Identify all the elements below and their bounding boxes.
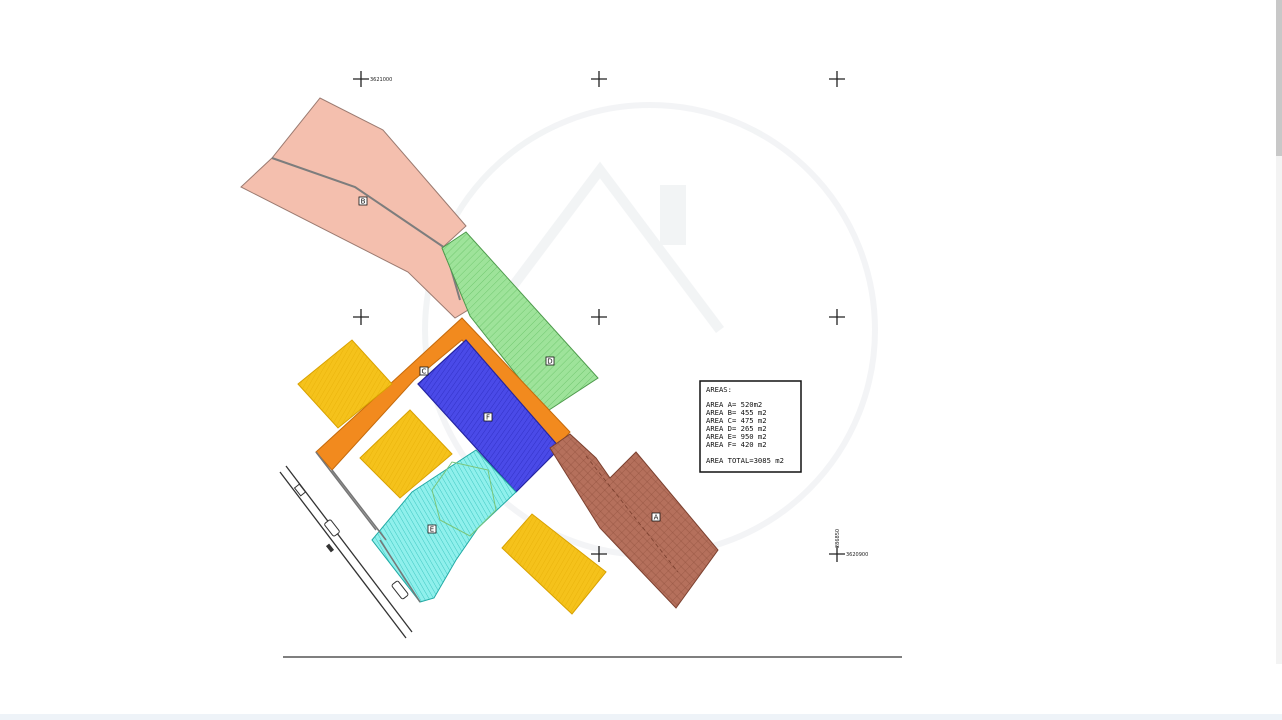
legend-row: AREA E= 950 m2 <box>706 432 767 441</box>
grid-cross <box>591 309 607 325</box>
vertical-scrollbar[interactable] <box>1276 0 1282 664</box>
svg-text:F: F <box>486 414 490 422</box>
parcel-a-divider <box>585 455 679 573</box>
label-c: C <box>419 366 429 376</box>
buildings <box>297 339 607 615</box>
svg-text:C: C <box>422 368 427 376</box>
car-icon <box>293 483 307 497</box>
svg-text:D: D <box>547 358 552 366</box>
parcel-labels: B D C F E A <box>358 196 661 534</box>
grid-markers <box>353 71 845 562</box>
coord-label-east: 3620900 <box>846 552 868 558</box>
road <box>279 465 413 639</box>
grid-cross <box>353 309 369 325</box>
parcel-e-inner-contour <box>431 461 497 537</box>
legend-row: AREA C= 475 m2 <box>706 416 767 425</box>
grid-cross <box>353 71 369 87</box>
label-b: B <box>358 196 368 206</box>
svg-text:B: B <box>361 198 366 206</box>
svg-text:A: A <box>654 514 659 522</box>
legend-row: AREA B= 455 m2 <box>706 408 767 417</box>
legend-row: AREA F= 420 m2 <box>706 440 767 449</box>
areas-legend: AREAS: AREA A= 520m2 AREA B= 455 m2 AREA… <box>699 380 802 473</box>
bottom-edge <box>0 714 1282 720</box>
label-e: E <box>427 524 437 534</box>
grid-cross <box>591 71 607 87</box>
car-icon <box>324 519 340 537</box>
car-icon <box>325 543 335 553</box>
site-outline <box>315 451 421 603</box>
grid-cross <box>829 309 845 325</box>
parcel-b <box>240 97 469 319</box>
legend-title: AREAS: <box>706 385 732 394</box>
label-f: F <box>483 412 493 422</box>
coord-label-vertical: 286850 <box>835 529 841 548</box>
label-d: D <box>545 356 555 366</box>
label-a: A <box>651 512 661 522</box>
grid-cross <box>591 546 607 562</box>
scrollbar-thumb[interactable] <box>1276 0 1282 156</box>
legend-row: AREA A= 520m2 <box>706 400 762 409</box>
car-icon <box>391 580 409 600</box>
grid-cross <box>829 546 845 562</box>
svg-text:E: E <box>430 526 434 534</box>
grid-cross <box>829 71 845 87</box>
legend-total: AREA TOTAL=3085 m2 <box>706 456 784 465</box>
coord-label-top: 3621000 <box>370 77 392 83</box>
legend-row: AREA D= 265 m2 <box>706 424 767 433</box>
